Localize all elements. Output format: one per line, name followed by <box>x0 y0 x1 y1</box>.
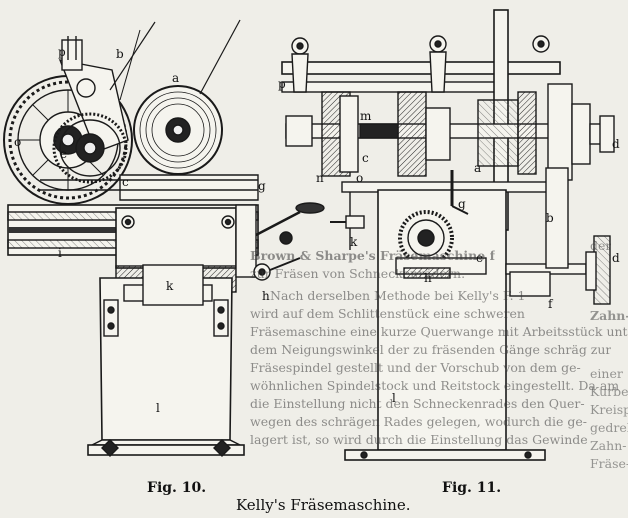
fig11-label-l: l <box>392 391 396 405</box>
shaft-p <box>281 61 561 75</box>
fig11-label-d: d <box>612 137 620 151</box>
bleed-line: wöhnlichen Spindelstock und Reitstock ei… <box>250 378 620 393</box>
bleed-right-line: gedreht <box>590 420 628 435</box>
bleed-right-line: Kurbel <box>590 384 628 399</box>
bleed-right-line: Zahn- <box>590 308 628 323</box>
fig11-label-o: o <box>356 171 363 185</box>
fig10-label-k: k <box>166 279 174 293</box>
fig10-label-c: c <box>122 175 129 189</box>
door-k <box>142 264 204 306</box>
figure-11-caption: Fig. 11. <box>442 480 502 496</box>
bleed-line: Fräsespindel gestellt und der Vorschub v… <box>250 360 581 375</box>
bleed-line: lagert ist, so wird durch die Einstellun… <box>250 432 588 447</box>
bleed-line: Fräsemaschine eine kurze Querwange mit A… <box>250 324 628 339</box>
fig10-label-i: i <box>58 246 62 260</box>
fig10-label-o: o <box>14 135 21 149</box>
bleed-line: die Einstellung nicht den Schneckenrades… <box>250 396 585 411</box>
fig11-label-p: p <box>278 77 286 91</box>
fig11-label-d2: d <box>612 251 620 265</box>
fig11-label-b: b <box>546 211 554 225</box>
bleed-right-line: Fräse- <box>590 456 628 471</box>
fig10-label-a: a <box>172 71 179 85</box>
fig11-label-a: a <box>474 161 481 175</box>
fig10-label-p: p <box>58 45 66 59</box>
arm-b <box>58 59 129 153</box>
gear-a <box>477 99 519 167</box>
bleed-through-text: Brown & Sharpe's Fräsemaschine f zur Frä… <box>250 248 628 478</box>
fig11-label-g: g <box>458 197 466 211</box>
fig11-label-h: h <box>424 271 432 285</box>
fig11-label-c: c <box>362 151 369 165</box>
fig11-label-f: f <box>548 297 554 311</box>
fig11-label-m: m <box>360 109 372 123</box>
figure-10-caption: Fig. 10. <box>147 480 207 496</box>
fig10-label-e: e <box>60 147 67 161</box>
main-caption: Kelly's Fräsemaschine. <box>236 496 411 514</box>
bleed-right-line: einer <box>590 366 623 381</box>
figure-11-drawing <box>281 9 615 461</box>
bleed-right-line: Kreisplatte <box>590 402 628 417</box>
fig10-label-l: l <box>156 401 160 415</box>
bleed-right-column: der Zahn- einer Kurbel Kreisplatte gedre… <box>590 238 628 488</box>
bleed-line: Brown & Sharpe's Fräsemaschine f <box>250 248 495 263</box>
bleed-right-line: der <box>590 238 612 253</box>
bleed-line: Nach derselben Methode bei Kelly's F. 1 <box>270 288 526 303</box>
bleed-line: wegen des schrägen Rades gelegen, wodurc… <box>250 414 588 429</box>
fig11-label-n: n <box>316 171 324 185</box>
fig11-label-k: k <box>350 235 358 249</box>
figure-10-drawing <box>3 19 325 457</box>
bleed-line: wird auf dem Schlittenstück eine schwere… <box>250 306 525 321</box>
fig10-label-g: g <box>258 179 266 193</box>
fig10-label-b: b <box>116 47 124 61</box>
worm-wheel-e <box>52 112 128 184</box>
bleed-line: dem Neigungswinkel der zu fräsenden Gäng… <box>250 342 612 357</box>
bleed-right-line: Zahn- <box>590 438 627 453</box>
bleed-line: zur Fräsen von Schneckenrädern. <box>250 266 466 281</box>
fig10-label-h: h <box>262 289 270 303</box>
fig11-label-e: e <box>476 251 483 265</box>
